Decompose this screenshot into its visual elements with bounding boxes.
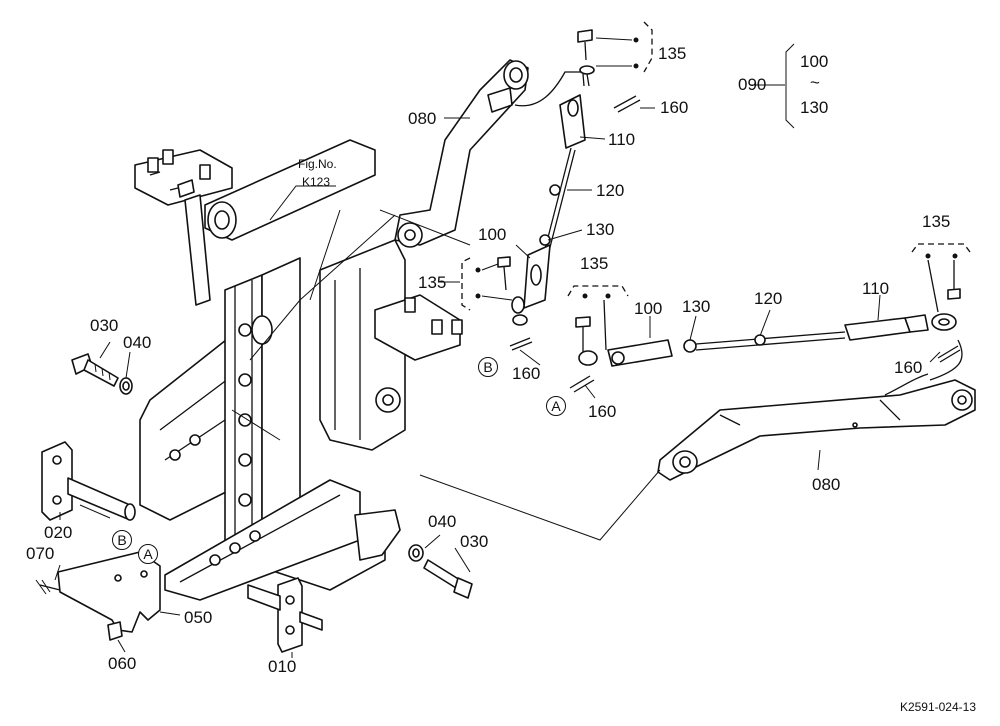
- callout-020: 020: [44, 523, 73, 542]
- callout-110-right: 110: [862, 279, 890, 298]
- callout-080-bottom: 080: [812, 475, 841, 494]
- cotter-pin-160-right: [929, 339, 963, 381]
- callout-135-top: 135: [658, 44, 687, 63]
- lower-link-assembly: [567, 285, 957, 367]
- bolt-030-left: [71, 353, 133, 395]
- callout-range-tilde: ~: [810, 73, 820, 92]
- callout-100-right: 100: [634, 299, 663, 318]
- callout-090: 090: [738, 75, 767, 94]
- plate-050: [35, 551, 161, 641]
- callout-080-top: 080: [408, 109, 437, 128]
- callout-160-mid: 160: [588, 402, 617, 421]
- ref-mark-b-mid: B: [478, 357, 498, 377]
- pin-set-135-top: [577, 21, 653, 87]
- frame-assembly: [134, 139, 463, 601]
- bolt-030-right: [408, 544, 473, 599]
- pin-set-135-mid-left: [461, 256, 525, 314]
- callout-135-left: 135: [418, 273, 447, 292]
- callout-050: 050: [184, 608, 213, 627]
- drawing-code: K2591-024-13: [899, 700, 976, 714]
- callout-range-end: 130: [800, 98, 829, 117]
- pin-010: [247, 577, 323, 653]
- callout-030-right: 030: [460, 532, 489, 551]
- cotter-pin-160-mid: [509, 337, 533, 351]
- lift-arm-080-bottom: [657, 373, 976, 481]
- callout-160-top: 160: [660, 98, 689, 117]
- fig-ref-line2: K123: [302, 175, 331, 189]
- pin-020: [41, 441, 136, 521]
- callout-040-right: 040: [428, 512, 457, 531]
- upper-link-assembly: [512, 94, 586, 326]
- reference-lines: [231, 209, 661, 541]
- ref-mark-a-mid: A: [546, 396, 566, 416]
- ref-mark-b-left: B: [112, 530, 132, 550]
- pin-set-135-right: [911, 243, 971, 313]
- callout-120-right: 120: [754, 289, 783, 308]
- callout-135-right: 135: [922, 212, 951, 231]
- callout-160-right: 160: [894, 358, 923, 377]
- callout-120-top: 120: [596, 181, 625, 200]
- callout-130-right: 130: [682, 297, 711, 316]
- leader-lines: [54, 43, 941, 658]
- ref-mark-a-left: A: [138, 544, 158, 564]
- callout-030-left: 030: [90, 316, 119, 335]
- callout-110-top: 110: [608, 130, 636, 149]
- callout-135-mid: 135: [580, 254, 609, 273]
- cotter-pin-160-top: [613, 95, 641, 113]
- fig-ref-line1: Fig.No.: [298, 157, 337, 171]
- callout-040-left: 040: [123, 333, 152, 352]
- callout-010: 010: [268, 657, 297, 676]
- callout-130-top: 130: [586, 220, 615, 239]
- callout-160-left: 160: [512, 364, 541, 383]
- callout-range-start: 100: [800, 52, 829, 71]
- lift-arm-080-top: [394, 59, 585, 248]
- callout-100-top: 100: [478, 225, 507, 244]
- cotter-pin-160-lower: [569, 375, 595, 393]
- callout-070: 070: [26, 544, 55, 563]
- callout-060: 060: [108, 654, 137, 673]
